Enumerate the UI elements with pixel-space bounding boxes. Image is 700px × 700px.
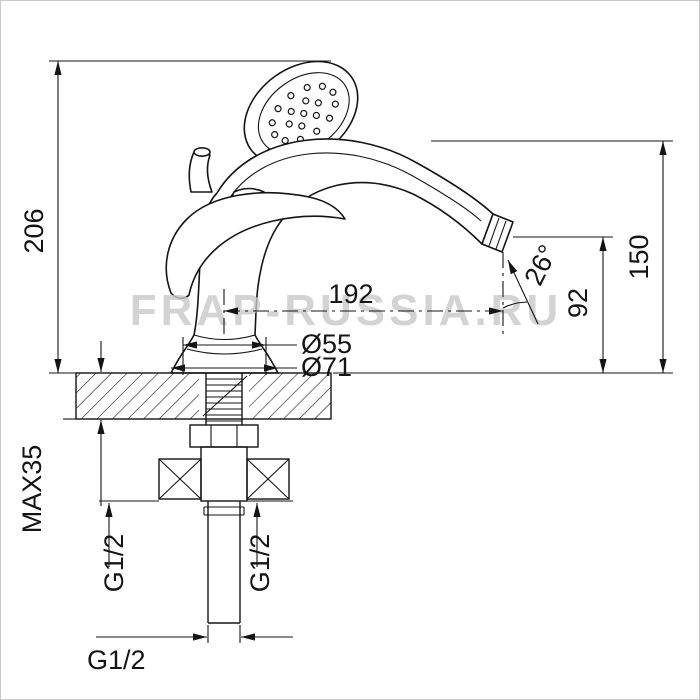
dim-max35-label: MAX35 bbox=[17, 445, 47, 534]
handle-knob bbox=[188, 151, 213, 193]
dim-dia55-label: Ø55 bbox=[301, 329, 352, 359]
dimension-max35: MAX35 bbox=[17, 341, 105, 534]
hex-nut bbox=[189, 424, 259, 448]
thread-label-left: G1/2 bbox=[99, 500, 159, 593]
deck-hatch-right bbox=[249, 373, 331, 419]
thread-left-label: G1/2 bbox=[99, 534, 129, 593]
dim-206-label: 206 bbox=[19, 208, 49, 253]
thread-label-bottom: G1/2 bbox=[87, 625, 293, 675]
cross-fitting bbox=[158, 446, 290, 502]
thread-right-label: G1/2 bbox=[245, 534, 275, 593]
dimension-206: 206 bbox=[19, 60, 331, 374]
threaded-stem bbox=[205, 373, 243, 425]
dim-dia71-label: Ø71 bbox=[301, 352, 352, 382]
dimension-dia55: Ø55 bbox=[182, 329, 352, 375]
dimension-92: 92 bbox=[513, 236, 613, 373]
dim-92-label: 92 bbox=[563, 288, 593, 318]
handle-lever bbox=[165, 147, 346, 299]
supply-pipe bbox=[203, 501, 245, 624]
deck-hatch-left bbox=[76, 373, 199, 419]
spout-aerator bbox=[481, 213, 514, 253]
dimension-dia71: Ø71 bbox=[171, 352, 352, 382]
dimension-150: 150 bbox=[333, 140, 673, 374]
mounting-deck bbox=[75, 372, 332, 420]
dimension-reach-192: 192 bbox=[223, 279, 503, 337]
dim-192-label: 192 bbox=[328, 279, 373, 309]
thread-label-right: G1/2 bbox=[245, 500, 293, 593]
thread-bottom-label: G1/2 bbox=[87, 645, 146, 675]
angle-26-label: 26° bbox=[518, 240, 563, 290]
dim-150-label: 150 bbox=[624, 234, 654, 279]
shower-nozzles-icon bbox=[268, 82, 339, 145]
